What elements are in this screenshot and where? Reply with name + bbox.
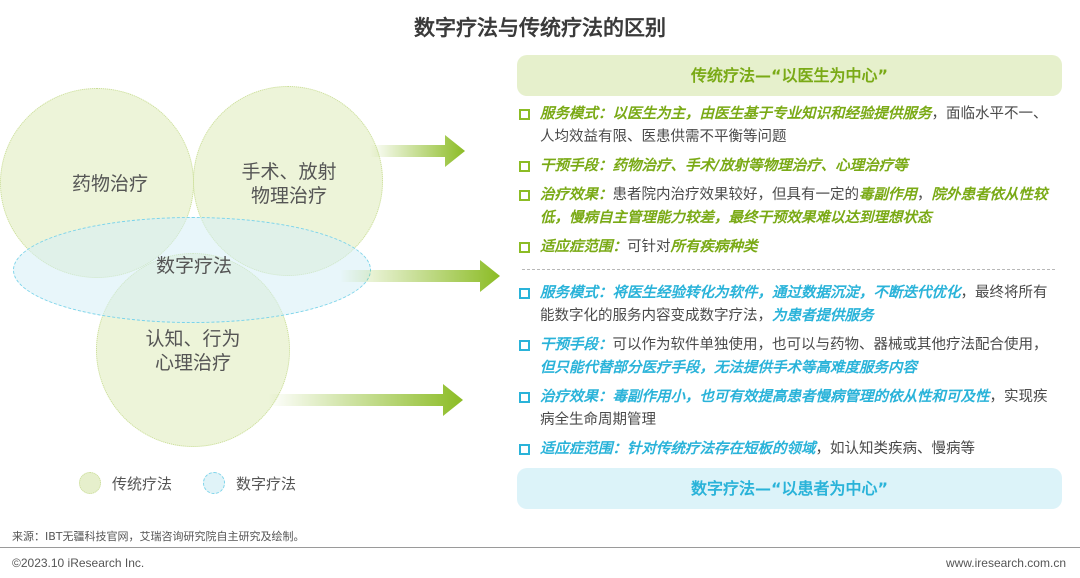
item-highlight-text: 将医生经验转化为软件，通过数据沉淀，不断迭代优化 <box>612 285 961 301</box>
surgery-label-line1: 手术、放射 <box>241 161 337 183</box>
page-title: 数字疗法与传统疗法的区别 <box>414 16 666 40</box>
item-highlight-text: 为患者提供服务 <box>772 307 874 324</box>
bullet-square-icon <box>519 288 530 299</box>
legend-digital-label: 数字疗法 <box>236 475 297 493</box>
digital-therapy-header: 数字疗法—“以患者为中心” <box>517 468 1062 509</box>
item-label: 干预手段： <box>540 337 613 353</box>
website-link[interactable]: www.iresearch.com.cn <box>945 556 1066 570</box>
legend-traditional-swatch <box>79 472 101 494</box>
item-label: 治疗效果： <box>540 389 613 405</box>
item-label: 干预手段： <box>540 158 613 174</box>
digital-therapy-label: 数字疗法 <box>155 255 232 277</box>
item-text: 患者院内治疗效果较好，但具有一定的 <box>612 187 860 203</box>
cognitive-therapy-label: 认知、行为 心理治疗 <box>123 327 263 375</box>
bullet-square-icon <box>519 340 530 351</box>
item-label: 服务模式： <box>540 106 613 122</box>
bullet-square-icon <box>519 444 530 455</box>
bullet-square-icon <box>519 392 530 403</box>
item-text: ，最终将所有能数字化的服务内容变成数字疗法， <box>540 285 1048 324</box>
copyright: ©2023.10 iResearch Inc. <box>12 556 145 570</box>
section-divider <box>522 269 1055 270</box>
bullet-square-icon <box>519 161 530 172</box>
item-highlight-text: 针对传统疗法存在短板的领域 <box>627 441 816 457</box>
arrow-right-icon <box>370 135 465 167</box>
item-text: 可针对 <box>627 239 671 255</box>
bullet-square-icon <box>519 109 530 120</box>
item-text: ， <box>917 187 932 203</box>
traditional-item: 治疗效果：患者院内治疗效果较好，但具有一定的毒副作用，院外患者依从性较低，慢病自… <box>540 184 1060 229</box>
digital-therapy-ellipse <box>13 217 371 323</box>
surgery-therapy-label: 手术、放射 物理治疗 <box>219 160 359 208</box>
drug-therapy-label: 药物治疗 <box>71 173 148 195</box>
legend-digital-swatch <box>203 472 225 494</box>
item-highlight-text: 院外患者依从性较低，慢病自主管理能力较差，最终干预效果难以达到理想状态 <box>540 187 1048 226</box>
digital-item: 服务模式：将医生经验转化为软件，通过数据沉淀，不断迭代优化，最终将所有能数字化的… <box>540 282 1060 327</box>
traditional-item: 适应症范围：可针对所有疾病种类 <box>540 236 1060 259</box>
item-highlight-text: 药物治疗、手术/放射等物理治疗、心理治疗等 <box>612 158 908 174</box>
item-text: 可以作为软件单独使用，也可以与药物、器械或其他疗法配合使用， <box>612 337 1048 353</box>
item-text: ，面临水平不一、人均效益有限、医患供需不平衡等问题 <box>540 106 1048 145</box>
arrow-right-icon <box>340 260 500 292</box>
footer-divider <box>0 547 1080 548</box>
item-text: ，实现疾病全生命周期管理 <box>540 389 1048 428</box>
item-highlight-text: 所有疾病种类 <box>670 239 758 255</box>
arrow-right-icon <box>268 384 463 416</box>
item-highlight-text: 毒副作用小，也可有效提高患者慢病管理的依从性和可及性 <box>612 389 990 405</box>
item-highlight-text: 毒副作用 <box>859 187 917 203</box>
digital-item: 治疗效果：毒副作用小，也可有效提高患者慢病管理的依从性和可及性，实现疾病全生命周… <box>540 386 1060 431</box>
traditional-item: 干预手段：药物治疗、手术/放射等物理治疗、心理治疗等 <box>540 155 1060 178</box>
item-highlight-text: 但只能代替部分医疗手段，无法提供手术等高难度服务内容 <box>540 359 917 376</box>
item-label: 治疗效果： <box>540 187 613 203</box>
digital-item: 干预手段：可以作为软件单独使用，也可以与药物、器械或其他疗法配合使用， 但只能代替… <box>540 334 1060 379</box>
traditional-therapy-header: 传统疗法—“以医生为中心” <box>517 55 1062 96</box>
item-label: 适应症范围： <box>540 239 627 255</box>
traditional-item: 服务模式：以医生为主，由医生基于专业知识和经验提供服务，面临水平不一、人均效益有… <box>540 103 1060 148</box>
item-text: ，如认知类疾病、慢病等 <box>815 441 976 457</box>
item-label: 服务模式： <box>540 285 613 301</box>
cognitive-label-line1: 认知、行为 <box>145 328 241 350</box>
item-label: 适应症范围： <box>540 441 627 457</box>
surgery-label-line2: 物理治疗 <box>250 185 327 207</box>
source-note: 来源：IBT无疆科技官网，艾瑞咨询研究院自主研究及绘制。 <box>12 530 305 543</box>
legend-traditional-label: 传统疗法 <box>112 475 173 493</box>
bullet-square-icon <box>519 190 530 201</box>
bullet-square-icon <box>519 242 530 253</box>
digital-item: 适应症范围：针对传统疗法存在短板的领域，如认知类疾病、慢病等 <box>540 438 1060 461</box>
item-highlight-text: 以医生为主，由医生基于专业知识和经验提供服务 <box>612 106 932 122</box>
cognitive-label-line2: 心理治疗 <box>154 352 231 374</box>
